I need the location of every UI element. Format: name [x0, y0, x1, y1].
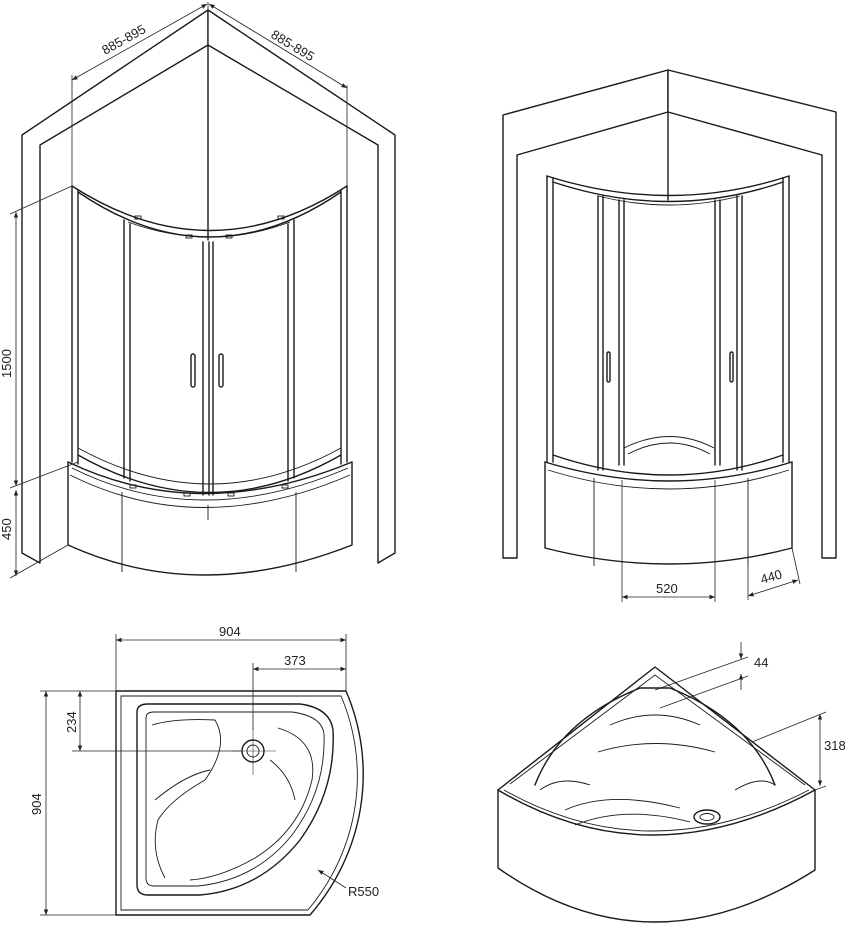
tray-plan-view: 904 373 904 234 R550 [29, 624, 379, 916]
drain-offset-y-label: 234 [64, 711, 79, 733]
tray-perspective-view: 44 318 [497, 642, 846, 923]
height-panel-label: 1500 [0, 349, 14, 378]
tray-front [67, 461, 353, 576]
front-elevation-view: 885-895 885-895 1500 450 [0, 2, 396, 579]
plan-depth-label: 904 [29, 793, 44, 815]
rim-height-label: 44 [754, 655, 768, 670]
perspective-drain [693, 809, 721, 825]
drain-offset-x-label: 373 [284, 653, 306, 668]
door-opening-label: 520 [656, 581, 678, 596]
side-cabin-glass [546, 175, 790, 476]
width-left-label: 885-895 [99, 21, 148, 57]
back-wall-right [667, 69, 837, 559]
tray-outline [115, 690, 364, 916]
back-wall-left [502, 69, 669, 559]
cabin-glass [71, 185, 348, 497]
door-handle-left [190, 353, 196, 388]
side-width-label: 440 [759, 566, 784, 586]
height-tray-label: 450 [0, 518, 14, 540]
height-dimensions: 1500 450 [0, 185, 79, 579]
door-handle-right [218, 353, 224, 388]
tray-depth-label: 318 [824, 738, 846, 753]
side-elevation-view: 520 440 [502, 69, 837, 602]
side-dimensions: 520 440 [621, 480, 801, 602]
tray-side [544, 436, 793, 566]
plan-width-label: 904 [219, 624, 241, 639]
radius-label: R550 [348, 884, 379, 899]
